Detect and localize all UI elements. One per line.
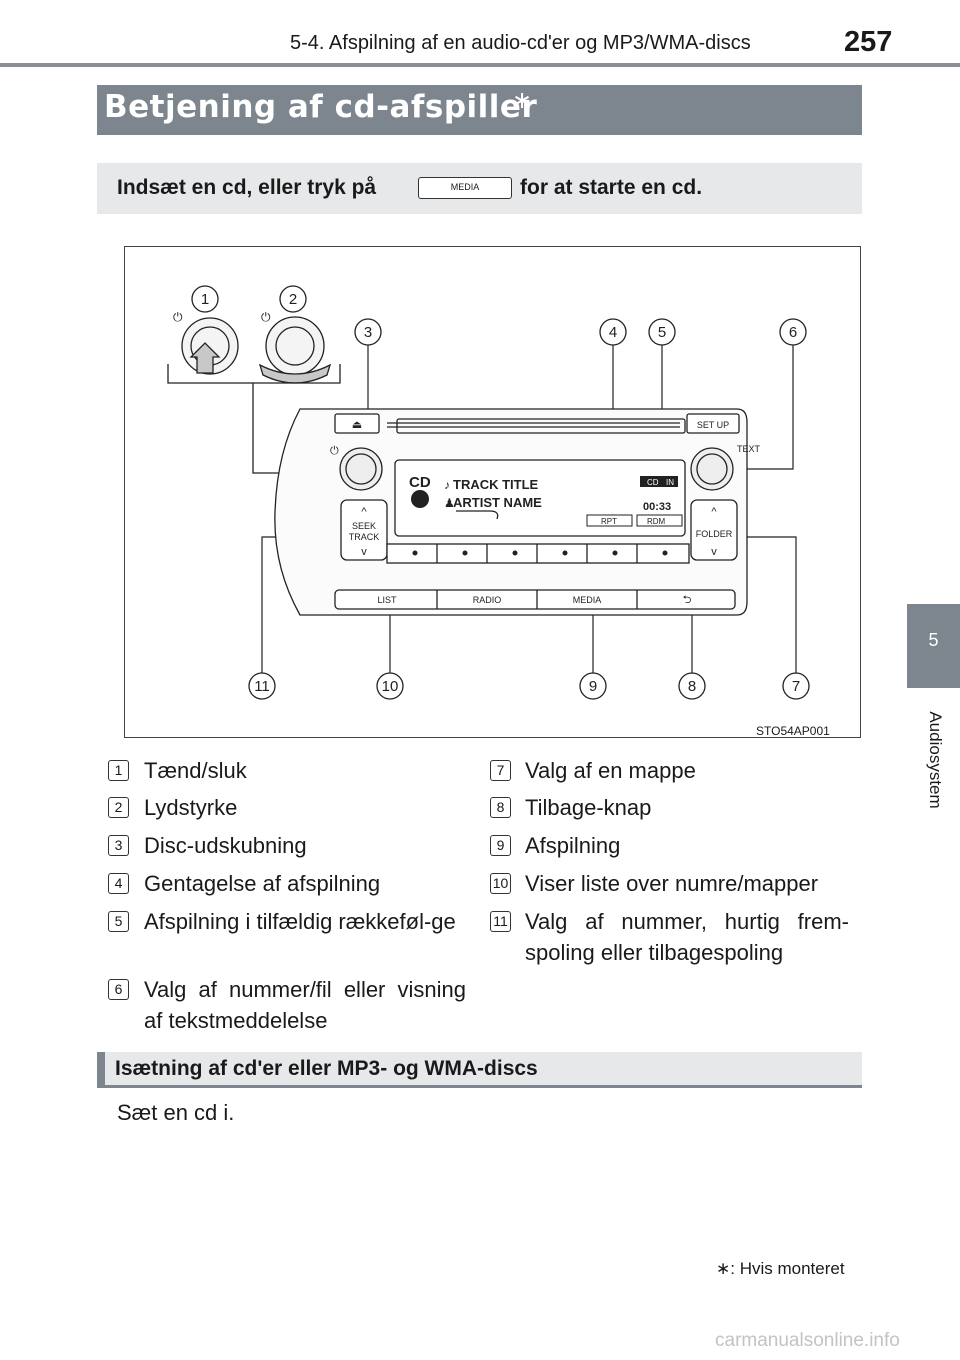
back-label: ⮌ xyxy=(683,594,692,606)
callout-4: 4 xyxy=(609,324,617,341)
legend-text: Afspilning i tilfældig rækkeføl-ge xyxy=(144,909,456,934)
svg-text:v: v xyxy=(361,546,367,558)
display-cd-label: CD xyxy=(409,474,431,491)
callout-5: 5 xyxy=(658,324,666,341)
callout-6: 6 xyxy=(789,324,797,341)
callout-1: 1 xyxy=(201,291,209,308)
svg-text:♟: ♟ xyxy=(444,496,455,510)
svg-text:♪: ♪ xyxy=(444,478,450,492)
display-track-title: TRACK TITLE xyxy=(453,477,539,492)
panel-dots xyxy=(412,550,668,556)
footnote: ∗: Hvis monteret xyxy=(716,1259,845,1278)
svg-text:⏻: ⏻ xyxy=(173,310,183,324)
callout-circles xyxy=(191,285,810,700)
media-button-icon: MEDIA xyxy=(418,177,512,199)
svg-text:v: v xyxy=(711,546,717,558)
callout-11: 11 xyxy=(254,678,270,695)
rdm-label: RDM xyxy=(647,517,666,526)
radio-label: RADIO xyxy=(473,595,502,605)
body-text: Sæt en cd i. xyxy=(117,1100,235,1125)
legend-num: 1 xyxy=(108,760,129,781)
legend-text: Tænd/sluk xyxy=(144,758,247,783)
legend-num: 2 xyxy=(108,797,129,818)
display-time: 00:33 xyxy=(643,501,671,513)
panel-labels: ⏏ SET UP ⏻ TEXT ^ SEEK TRACK v ^ FOLDER … xyxy=(330,419,761,606)
legend-num: 11 xyxy=(490,911,511,932)
legend-num: 9 xyxy=(490,835,511,856)
legend-text: Gentagelse af afspilning xyxy=(144,871,381,896)
badge-in: IN xyxy=(666,478,674,487)
legend-num: 3 xyxy=(108,835,129,856)
legend-num: 7 xyxy=(490,760,511,781)
subsection-bar xyxy=(97,1052,862,1088)
svg-text:^: ^ xyxy=(711,506,717,518)
knob-illustration: ⏻ ⏻ xyxy=(167,310,341,474)
rpt-label: RPT xyxy=(601,517,617,526)
svg-text:⏏: ⏏ xyxy=(352,419,362,431)
legend-text: Afspilning xyxy=(525,833,621,858)
legend-text: Valg af en mappe xyxy=(525,758,696,783)
text-label: TEXT xyxy=(737,444,761,454)
legend-text: Tilbage-knap xyxy=(525,795,652,820)
badge-cd: CD xyxy=(647,478,659,487)
legend-num: 4 xyxy=(108,873,129,894)
section-header-bar xyxy=(97,85,862,135)
display-artist-name: ARTIST NAME xyxy=(453,495,542,510)
section-title: Betjening af cd-afspiller xyxy=(104,89,538,125)
callout-3: 3 xyxy=(364,324,372,341)
svg-text:⏻: ⏻ xyxy=(330,445,339,457)
callout-2: 2 xyxy=(289,291,297,308)
legend-num: 8 xyxy=(490,797,511,818)
watermark[interactable]: carmanualsonline.info xyxy=(715,1330,900,1351)
legend-text: Valg af nummer/fil eller visning af teks… xyxy=(144,977,466,1033)
legend-num: 6 xyxy=(108,979,129,1000)
subsection-title: Isætning af cd'er eller MP3- og WMA-disc… xyxy=(115,1057,538,1080)
setup-label: SET UP xyxy=(697,420,729,430)
chapter-label: Audiosystem xyxy=(926,711,945,809)
chapter-tab[interactable]: 5 xyxy=(907,604,960,688)
folder-label: FOLDER xyxy=(696,529,733,539)
page-number: 257 xyxy=(844,26,893,58)
callout-numbers: 1 2 3 4 5 6 7 8 9 10 11 xyxy=(201,291,800,695)
legend-num: 10 xyxy=(490,873,511,894)
optional-star: ∗ xyxy=(512,87,533,114)
media-label: MEDIA xyxy=(573,595,602,605)
header-title: 5-4. Afspilning af en audio-cd'er og MP3… xyxy=(290,32,751,54)
callout-8: 8 xyxy=(688,678,696,695)
audio-panel-figure: ⏻ ⏻ 1 2 3 4 5 6 7 8 9 xyxy=(124,246,861,738)
figure-code: STO54AP001 xyxy=(756,724,830,738)
legend-text: Lydstyrke xyxy=(144,795,238,820)
svg-text:⏻: ⏻ xyxy=(261,310,271,324)
list-label: LIST xyxy=(377,595,397,605)
legend-text: Disc-udskubning xyxy=(144,833,307,858)
instruction-text-end: for at starte en cd. xyxy=(520,176,703,199)
callout-10: 10 xyxy=(382,678,399,695)
legend-text: Valg af nummer, hurtig frem-spoling elle… xyxy=(525,909,849,965)
legend-num: 5 xyxy=(108,911,129,932)
callout-9: 9 xyxy=(589,678,597,695)
radio-panel xyxy=(274,408,748,616)
header-rule xyxy=(0,63,960,67)
instruction-text-start: Indsæt en cd, eller tryk på xyxy=(117,176,377,199)
seek-label: SEEK xyxy=(352,521,376,531)
svg-text:^: ^ xyxy=(361,506,367,518)
track-label: TRACK xyxy=(349,532,380,542)
callout-7: 7 xyxy=(792,678,800,695)
legend-text: Viser liste over numre/mapper xyxy=(525,871,819,896)
